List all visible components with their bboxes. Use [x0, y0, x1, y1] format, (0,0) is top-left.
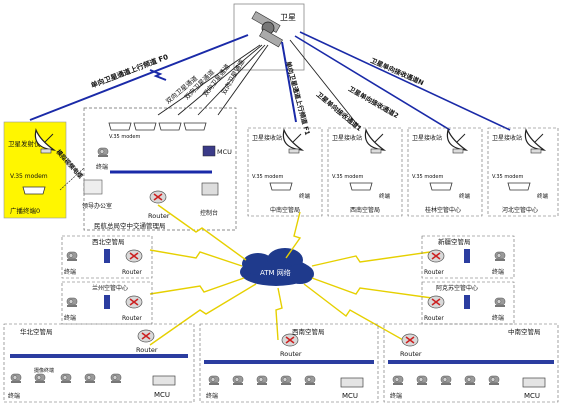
site-central-south — [383, 323, 559, 403]
console-label: 控制台 — [200, 209, 218, 217]
hq-modem-label: V.35 modem — [109, 134, 140, 140]
broadcast-footer: 广播终端0 — [10, 206, 40, 215]
hq-modem-2 — [133, 122, 157, 131]
receiver-3 — [407, 127, 483, 217]
uplink-f1-label: 单向卫星通道上行频道 F1 — [284, 60, 313, 136]
site-lanzhou-name: 兰州空管中心 — [92, 284, 128, 292]
atm-cloud — [240, 248, 314, 286]
broadcast-box — [3, 121, 67, 219]
site-aksu-router: Router — [424, 315, 444, 322]
receiver-2 — [327, 127, 403, 217]
hq-terminal-label: 终端 — [96, 163, 108, 171]
receiver-4 — [487, 127, 559, 217]
cable-line — [59, 167, 85, 191]
hq-box — [83, 107, 237, 231]
hq-mcu-label: MCU — [217, 148, 232, 156]
site-central-south-name: 中南空管局 — [508, 327, 541, 336]
receiver-4-terminal: 终端 — [537, 192, 549, 200]
receiver-2-terminal: 终端 — [379, 192, 391, 200]
site-aksu-terminal: 终端 — [492, 314, 504, 322]
site-xinjiang — [421, 235, 515, 279]
satellite-icon — [251, 11, 283, 48]
bidir-line-2 — [177, 44, 263, 116]
downlink-n — [299, 31, 511, 131]
receiver-4-name: 河北空管中心 — [502, 206, 538, 214]
bidir-line-1 — [157, 44, 261, 116]
site-xinjiang-name: 新疆空管局 — [438, 237, 471, 246]
site-north-china — [3, 323, 195, 403]
site-north-china-name: 华北空管局 — [20, 327, 53, 336]
bidir-line-4 — [217, 44, 269, 116]
site-southwest-name: 西南空管局 — [292, 327, 325, 336]
hq-office-icon — [83, 179, 103, 195]
site-southwest — [199, 323, 379, 403]
site-aksu-name: 阿克苏空管中心 — [436, 284, 478, 292]
hq-terminal-icon — [97, 147, 109, 158]
lightning-links — [149, 204, 433, 346]
receiver-3-terminal: 终端 — [459, 192, 471, 200]
site-aksu — [421, 281, 515, 325]
satellite-label: 卫星 — [280, 13, 296, 22]
receiver-2-modem: V.35 modem — [332, 174, 363, 180]
hq-title: 民航总局空中交通管理局 — [94, 221, 166, 230]
broadcast-title: 卫星发射仪 — [8, 139, 41, 148]
receiver-3-title: 卫星接收站 — [412, 134, 442, 142]
receiver-1-name: 中南空管局 — [270, 206, 300, 214]
site-central-south-mcu: MCU — [524, 392, 540, 400]
site-northwest-name: 西北空管局 — [92, 237, 125, 246]
site-central-south-router: Router — [400, 350, 422, 358]
downlink-label-2: 卫星单向接收通道2 — [347, 84, 400, 120]
site-northwest-terminal: 终端 — [64, 268, 76, 276]
hq-modem-3 — [158, 122, 182, 131]
hq-router-icon — [149, 190, 167, 204]
site-north-china-router: Router — [136, 346, 158, 354]
site-southwest-router: Router — [280, 350, 302, 358]
hq-router-label: Router — [148, 212, 170, 220]
downlink-2 — [294, 35, 451, 131]
receiver-4-modem: V.35 modem — [492, 174, 523, 180]
atm-label: ATM 网络 — [260, 268, 291, 277]
receiver-3-modem: V.35 modem — [412, 174, 443, 180]
site-northwest — [61, 235, 153, 279]
receiver-4-title: 卫星接收站 — [492, 134, 522, 142]
receiver-2-title: 卫星接收站 — [332, 134, 362, 142]
hq-modem-1 — [108, 122, 132, 131]
hq-modem-4 — [183, 122, 207, 131]
site-xinjiang-terminal: 终端 — [492, 268, 504, 276]
site-southwest-terminal: 终端 — [206, 392, 218, 400]
site-lanzhou-terminal: 终端 — [64, 314, 76, 322]
site-southwest-mcu: MCU — [342, 392, 358, 400]
receiver-1-title: 卫星接收站 — [252, 134, 282, 142]
site-north-china-cam: 摄像终端 — [34, 367, 54, 374]
site-north-china-mcu: MCU — [154, 391, 170, 399]
receiver-1 — [247, 127, 323, 217]
console-icon — [201, 182, 219, 196]
uplink-f1 — [281, 41, 297, 123]
bidir-line-3 — [197, 44, 266, 116]
receiver-1-terminal: 终端 — [299, 192, 311, 200]
downlink-label-n: 卫星单向接收通道N — [369, 56, 425, 88]
hq-mcu-icon — [202, 145, 216, 157]
site-north-china-terminal: 终端 — [8, 392, 20, 400]
hq-office-label: 领导办公室 — [82, 202, 112, 210]
receiver-3-name: 桂林空管中心 — [425, 206, 461, 214]
downlink-1 — [289, 39, 361, 129]
receiver-1-modem: V.35 modem — [252, 174, 283, 180]
site-central-south-terminal: 终端 — [390, 392, 402, 400]
receiver-2-name: 西南空管局 — [350, 206, 380, 214]
site-xinjiang-router: Router — [424, 269, 444, 276]
modem-icon — [22, 186, 46, 195]
site-northwest-router: Router — [122, 269, 142, 276]
broadcast-modem: V.35 modem — [10, 173, 48, 180]
uplink-f0 — [29, 34, 249, 121]
site-lanzhou-router: Router — [122, 315, 142, 322]
